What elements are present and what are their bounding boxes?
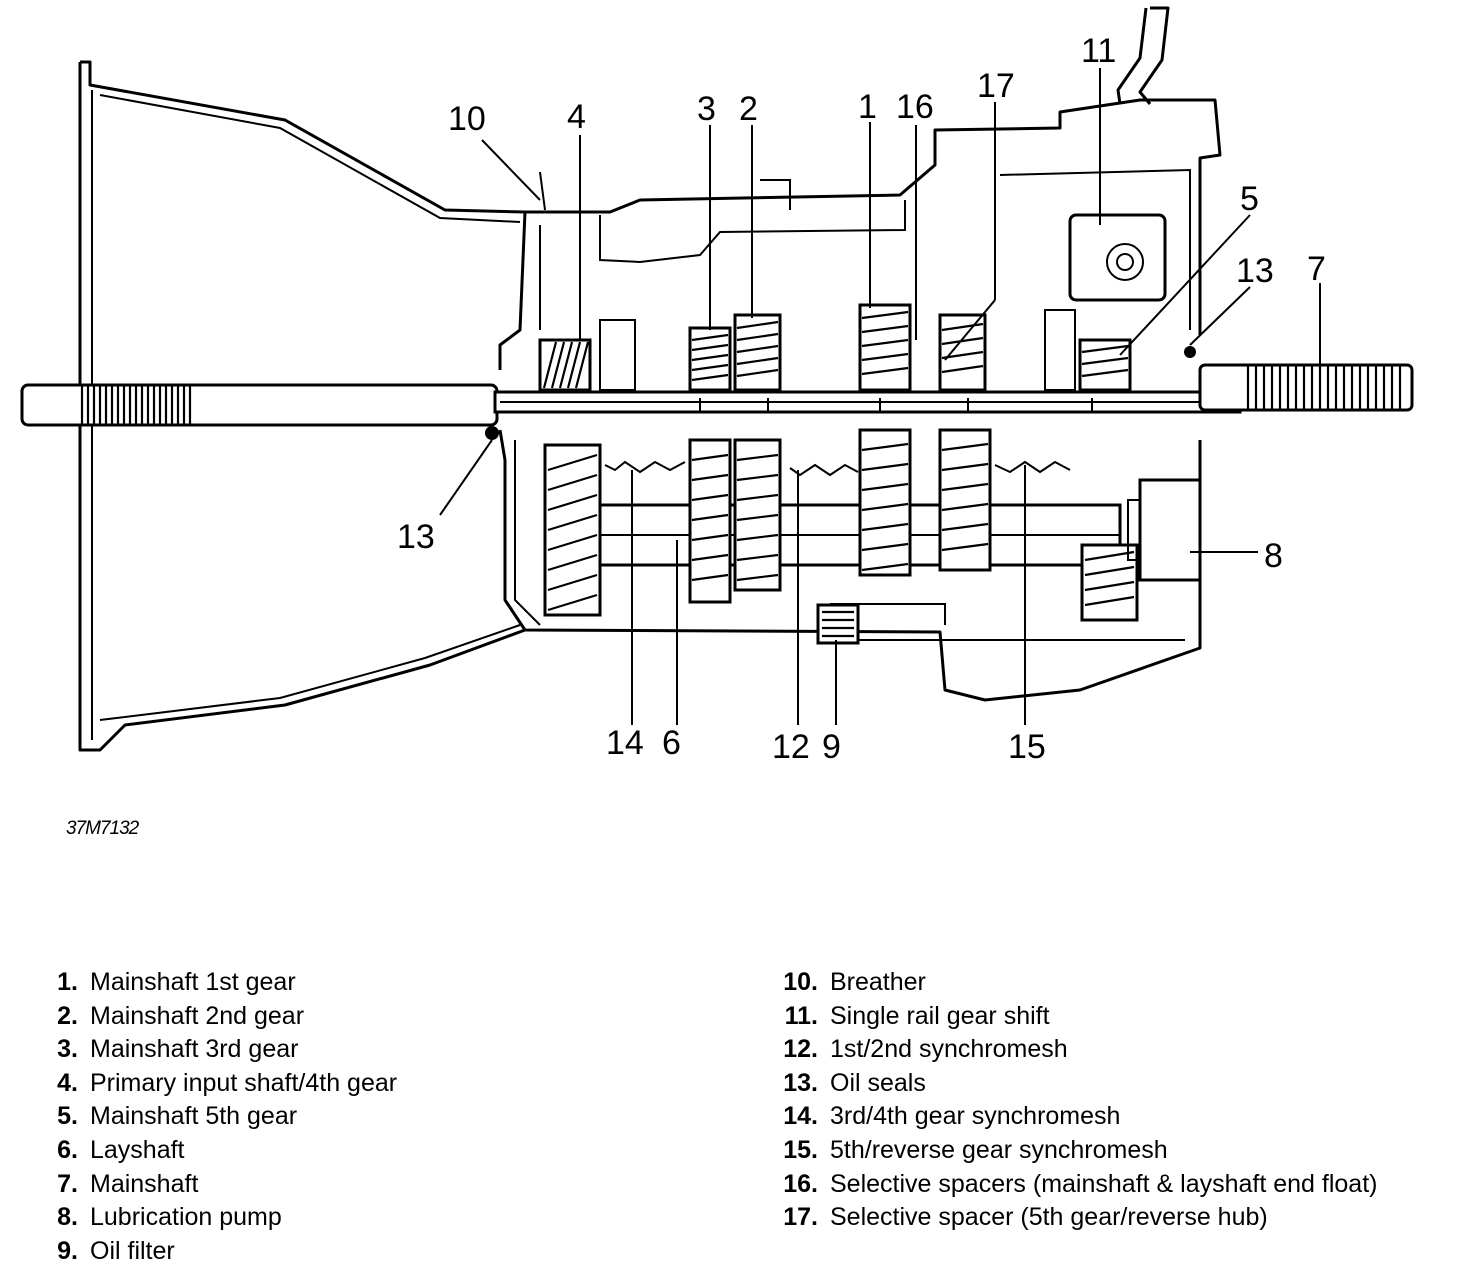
legend-item: 13. Oil seals xyxy=(772,1067,1412,1101)
legend-item: 11. Single rail gear shift xyxy=(772,1000,1412,1034)
legend-text: Selective spacer (5th gear/reverse hub) xyxy=(830,1203,1268,1232)
gear-2nd xyxy=(733,313,782,392)
legend-text: Oil seals xyxy=(830,1068,926,1097)
legend-item: 5. Mainshaft 5th gear xyxy=(48,1100,728,1134)
legend-number: 10. xyxy=(783,968,818,996)
oil-seal-left xyxy=(485,426,499,440)
legend-text: Oil filter xyxy=(90,1236,175,1265)
legend-number: 12. xyxy=(783,1035,818,1064)
legend-number: 13. xyxy=(783,1068,818,1097)
layshaft-gear-reverse xyxy=(938,428,992,572)
legend-item: 12. 1st/2nd synchromesh xyxy=(772,1033,1412,1067)
callout-13-right: 13 xyxy=(1236,252,1274,290)
legend-text: Breather xyxy=(830,968,926,996)
legend-number: 14. xyxy=(783,1102,818,1131)
legend-text: 5th/reverse gear synchromesh xyxy=(830,1135,1168,1164)
legend-text: Selective spacers (mainshaft & layshaft … xyxy=(830,1169,1378,1198)
callout-14: 14 xyxy=(606,724,644,762)
legend-number: 8. xyxy=(57,1203,78,1232)
callout-9: 9 xyxy=(822,728,841,766)
output-shaft-splines xyxy=(1246,365,1402,410)
legend-number: 11. xyxy=(784,1001,818,1030)
legend-number: 4. xyxy=(57,1068,78,1097)
callout-10: 10 xyxy=(448,100,486,138)
legend-number: 7. xyxy=(57,1169,78,1198)
legend-text: 1st/2nd synchromesh xyxy=(830,1035,1068,1064)
callout-labels: 10 4 3 2 1 16 17 11 5 13 7 8 13 14 6 12 … xyxy=(397,32,1326,766)
legend-number: 9. xyxy=(57,1236,78,1265)
legend-item: 14. 3rd/4th gear synchromesh xyxy=(772,1100,1412,1134)
legend-item: 6. Layshaft xyxy=(48,1134,728,1168)
legend-left-column: 1. Mainshaft 1st gear 2. Mainshaft 2nd gea… xyxy=(48,966,728,1268)
callout-3: 3 xyxy=(697,90,716,128)
callout-6: 6 xyxy=(662,724,681,762)
callout-16: 16 xyxy=(896,88,934,126)
legend-number: 1. xyxy=(57,968,78,996)
leader-lines xyxy=(439,68,1321,725)
legend-number: 2. xyxy=(57,1001,78,1030)
legend-text: Mainshaft xyxy=(90,1169,199,1198)
legend-item: 1. Mainshaft 1st gear xyxy=(48,966,728,1000)
legend-text: 3rd/4th gear synchromesh xyxy=(830,1102,1121,1131)
callout-15: 15 xyxy=(1008,728,1046,766)
callout-13-left: 13 xyxy=(397,518,435,556)
legend-text: Mainshaft 5th gear xyxy=(90,1102,298,1131)
mainshaft xyxy=(493,390,1242,414)
output-shaft xyxy=(1198,363,1414,412)
legend-number: 17. xyxy=(783,1203,818,1232)
gear-5th xyxy=(1078,338,1132,392)
callout-17: 17 xyxy=(977,67,1015,105)
legend-text: Mainshaft 1st gear xyxy=(90,968,296,996)
legend-number: 16. xyxy=(783,1169,818,1198)
lubrication-pump xyxy=(1127,478,1202,582)
oil-filter xyxy=(816,603,860,645)
legend-item: 16. Selective spacers (mainshaft & laysha… xyxy=(772,1168,1412,1202)
legend-item: 15. 5th/reverse gear synchromesh xyxy=(772,1134,1412,1168)
gear-reverse-upper xyxy=(938,313,987,392)
legend-item: 8. Lubrication pump xyxy=(48,1201,728,1235)
legend-text: Lubrication pump xyxy=(90,1203,282,1232)
layshaft-gear-2nd xyxy=(733,438,782,592)
callout-2: 2 xyxy=(739,90,758,128)
legend-item: 3. Mainshaft 3rd gear xyxy=(48,1033,728,1067)
callout-7: 7 xyxy=(1307,250,1326,288)
layshaft-gear-3rd xyxy=(688,438,732,604)
legend-text: Mainshaft 2nd gear xyxy=(90,1001,305,1030)
legend-item: 10. Breather xyxy=(772,966,1412,1000)
input-shaft-splines xyxy=(80,385,192,425)
mainshaft-gears xyxy=(538,303,1132,392)
input-shaft xyxy=(20,383,499,427)
callout-8: 8 xyxy=(1264,537,1283,575)
legend-text: Mainshaft 3rd gear xyxy=(90,1035,299,1064)
layshaft-gear-1st xyxy=(858,428,912,577)
gear-3rd xyxy=(688,326,732,392)
callout-5: 5 xyxy=(1240,180,1259,218)
legend-number: 5. xyxy=(57,1102,78,1131)
shift-rail xyxy=(1068,6,1170,302)
legend-number: 6. xyxy=(57,1135,78,1164)
legend-right-column: 10. Breather 11. Single rail gear shift 12… xyxy=(772,966,1412,1235)
gearbox-casing xyxy=(498,98,1222,702)
figure-reference: 37M7132 xyxy=(66,818,139,839)
legend-number: 3. xyxy=(57,1035,78,1064)
gear-4th-primary xyxy=(538,338,592,392)
layshaft-gear-4th xyxy=(543,443,602,617)
legend-number: 15. xyxy=(783,1135,818,1164)
layshaft-gears xyxy=(543,428,1139,622)
legend-text: Primary input shaft/4th gear xyxy=(90,1068,398,1097)
oil-seal-right xyxy=(1184,346,1196,358)
legend-item: 4. Primary input shaft/4th gear xyxy=(48,1067,728,1101)
legend-item: 2. Mainshaft 2nd gear xyxy=(48,1000,728,1034)
legend-item: 9. Oil filter xyxy=(48,1235,728,1269)
legend-text: Single rail gear shift xyxy=(830,1001,1050,1030)
callout-12: 12 xyxy=(772,728,810,766)
gearbox-cross-section-diagram: 10 4 3 2 1 16 17 11 5 13 7 8 13 14 6 12 … xyxy=(20,6,1414,766)
legend-text: Layshaft xyxy=(90,1135,185,1164)
gear-1st xyxy=(858,303,912,392)
callout-11: 11 xyxy=(1081,32,1116,70)
callout-4: 4 xyxy=(567,98,586,136)
legend-item: 17. Selective spacer (5th gear/reverse hu… xyxy=(772,1201,1412,1235)
legend-item: 7. Mainshaft xyxy=(48,1168,728,1202)
callout-1: 1 xyxy=(858,88,877,126)
